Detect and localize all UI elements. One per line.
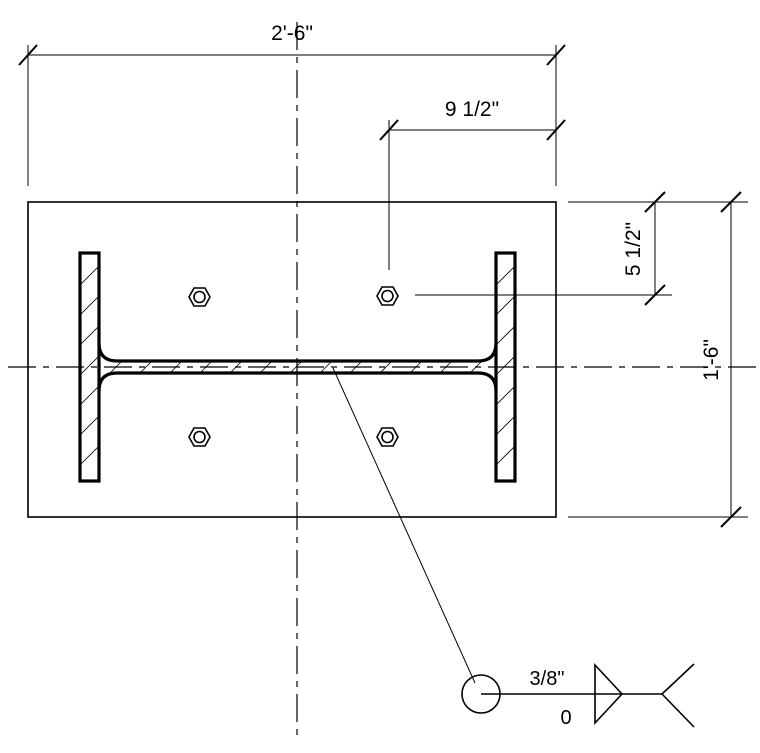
bolt-offset-y-dimension: 5 1/2": [415, 191, 672, 306]
overall-width-label: 2'-6": [271, 22, 313, 45]
overall-height-dimension: 1'-6": [568, 191, 748, 528]
anchor-bolt-top-right: [376, 286, 399, 306]
bolt-offset-x-label: 9 1/2": [445, 98, 499, 121]
weld-symbol: 3/8" 0: [332, 367, 695, 729]
base-plate: [27, 201, 557, 518]
overall-height-label: 1'-6": [700, 339, 723, 381]
bolt-offset-x-dimension: 9 1/2": [379, 98, 566, 270]
wide-flange-section: [78, 251, 517, 483]
weld-tail-upper: [661, 663, 695, 695]
anchor-bolt-bottom-left: [188, 427, 211, 447]
left-flange: [78, 251, 101, 483]
weld-size-label: 3/8": [530, 668, 565, 690]
bolt-offset-y-label: 5 1/2": [622, 222, 645, 276]
weld-leader-line: [332, 367, 476, 684]
overall-width-dimension: 2'-6": [18, 22, 566, 186]
anchor-bolt-bottom-right: [376, 427, 399, 447]
weld-tail-lower: [661, 693, 695, 728]
weld-value-label: 0: [560, 707, 571, 729]
anchor-bolt-top-left: [188, 287, 211, 307]
right-flange: [494, 251, 517, 483]
fillet-weld-triangle-icon: [594, 662, 624, 726]
web: [97, 342, 498, 392]
